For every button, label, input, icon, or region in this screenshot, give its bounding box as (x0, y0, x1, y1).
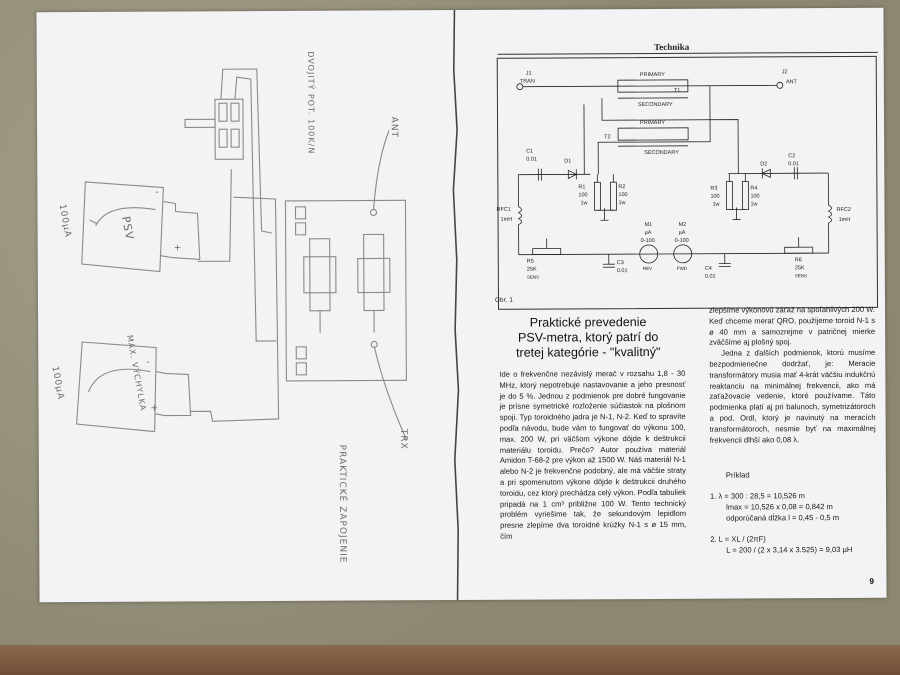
label-j1: J1 (525, 70, 532, 77)
label-c4-val: 0.01 (704, 273, 716, 280)
meter2-plus: + (150, 403, 160, 414)
title-line-1: Praktické prevedenie (529, 315, 647, 330)
title-line-2: PSV-metra, ktorý patrí do (517, 329, 659, 345)
schematic-frame: J1 TRAN J2 ANT PRIMARY T1 SECONDARY PRIM… (496, 55, 879, 310)
label-rfc1: RFC1 (496, 206, 511, 213)
label-rfc2: RFC2 (836, 206, 851, 214)
label-r6-sens: SENS (794, 273, 808, 279)
label-r3-val: 100 (710, 193, 720, 200)
article-column-1: Ide o frekvenčne nezávislý merač v rozsa… (499, 369, 686, 543)
floor-edge (0, 645, 900, 675)
label-r2-w: 1w (618, 200, 626, 207)
example2-line2: L = 200 / (2 x 3,14 x 3.525) = 9,03 µH (726, 544, 853, 555)
magazine-page: Technika (461, 8, 884, 600)
example2-line1: 2. L = XL / (2πF) (710, 534, 766, 544)
label-d1: D1 (564, 158, 572, 165)
label-tran: TRAN (519, 78, 535, 85)
swr-meter-schematic (516, 79, 832, 268)
label-rfc2-val: 1mH (838, 216, 851, 224)
label-fwd: FWD (676, 265, 688, 271)
meter1-minus: - (155, 187, 160, 198)
label-c1: C1 (526, 148, 534, 155)
label-m2-unit: µA (678, 229, 686, 236)
label-m2-val: 0-100 (674, 237, 689, 244)
label-d2: D2 (760, 161, 768, 168)
label-r2-val: 100 (618, 192, 628, 199)
label-secondary-t2: SECONDARY (644, 149, 679, 157)
example1-line1: 1. λ = 300 : 28,5 = 10,526 m (709, 491, 806, 501)
label-r3-w: 1w (712, 201, 720, 208)
label-primary-t1: PRIMARY (639, 71, 665, 79)
column2-text-b: Jedna z ďalších podmienok, ktorú musíme … (709, 348, 876, 445)
column2-text-a: zlepšíme výkonovú záťaž na spoľahlivých … (709, 304, 876, 348)
label-ant: ANT (785, 79, 797, 86)
label-m1-val: 0-100 (640, 237, 655, 245)
label-rfc1-val: 1mH (500, 216, 513, 223)
trx-label: TRX (398, 428, 409, 450)
label-r6-val: 25K (794, 265, 805, 272)
label-r4-val: 100 (750, 193, 760, 200)
label-r1: R1 (578, 184, 586, 191)
label-r6: R6 (794, 257, 802, 264)
label-r4: R4 (750, 185, 758, 192)
label-r1-val: 100 (578, 192, 588, 199)
label-j2: J2 (781, 69, 788, 76)
article-title: Praktické prevedenie PSV-metra, ktorý pa… (493, 315, 683, 361)
label-c3-val: 0.01 (616, 268, 628, 275)
label-rev: REV (642, 266, 653, 272)
label-r5: R5 (526, 258, 534, 265)
label-primary-t2: PRIMARY (640, 119, 666, 127)
example1-line3: odporúčaná dĺžka l = 0,45 - 0,5 m (726, 513, 840, 523)
label-c1-val: 0.01 (526, 156, 537, 163)
example1-line2: lmax = 10,526 x 0,08 = 0,842 m (726, 502, 833, 512)
label-m2: M2 (678, 221, 687, 228)
label-c2: C2 (788, 153, 796, 160)
label-c4: C4 (704, 265, 712, 272)
label-r1-w: 1w (580, 200, 588, 207)
label-r5-val: 25K (526, 266, 537, 273)
title-line-3: tretej kategórie - "kvalitný" (516, 344, 661, 360)
label-c2-val: 0.01 (788, 161, 800, 168)
label-c3: C3 (616, 260, 624, 267)
document-sheet: PSV 100µA MAX. VÝCHYLKA 100µA DVOJITÝ PO… (36, 7, 887, 603)
label-r5-sens: SENS (526, 274, 540, 280)
label-m1-unit: µA (644, 230, 652, 237)
diagram-caption: PRAKTICKÉ ZAPOJENIE (336, 444, 348, 564)
meter1-plus: + (173, 243, 183, 254)
figure-label: Obr. 1 (494, 296, 514, 304)
label-r2: R2 (618, 184, 626, 191)
page-number: 9 (869, 576, 874, 586)
hand-drawn-wiring-diagram (76, 68, 408, 441)
label-t2: T2 (604, 134, 611, 141)
label-m1: M1 (644, 222, 653, 229)
label-r4-w: 1w (750, 201, 758, 208)
column1-text: Ide o frekvenčne nezávislý merač v rozsa… (499, 368, 687, 541)
pot-label: DVOJITÝ POT. 100K/N (306, 51, 316, 155)
page-fold (452, 10, 460, 601)
article-column-2: zlepšíme výkonovú záťaž na spoľahlivých … (709, 305, 876, 446)
meter2-minus: - (146, 357, 151, 368)
label-r3: R3 (710, 185, 718, 192)
ant-label: ANT (388, 116, 399, 139)
label-t1: T1 (673, 87, 681, 94)
example-heading: Príklad (725, 470, 750, 480)
label-secondary-t1: SECONDARY (637, 101, 673, 109)
